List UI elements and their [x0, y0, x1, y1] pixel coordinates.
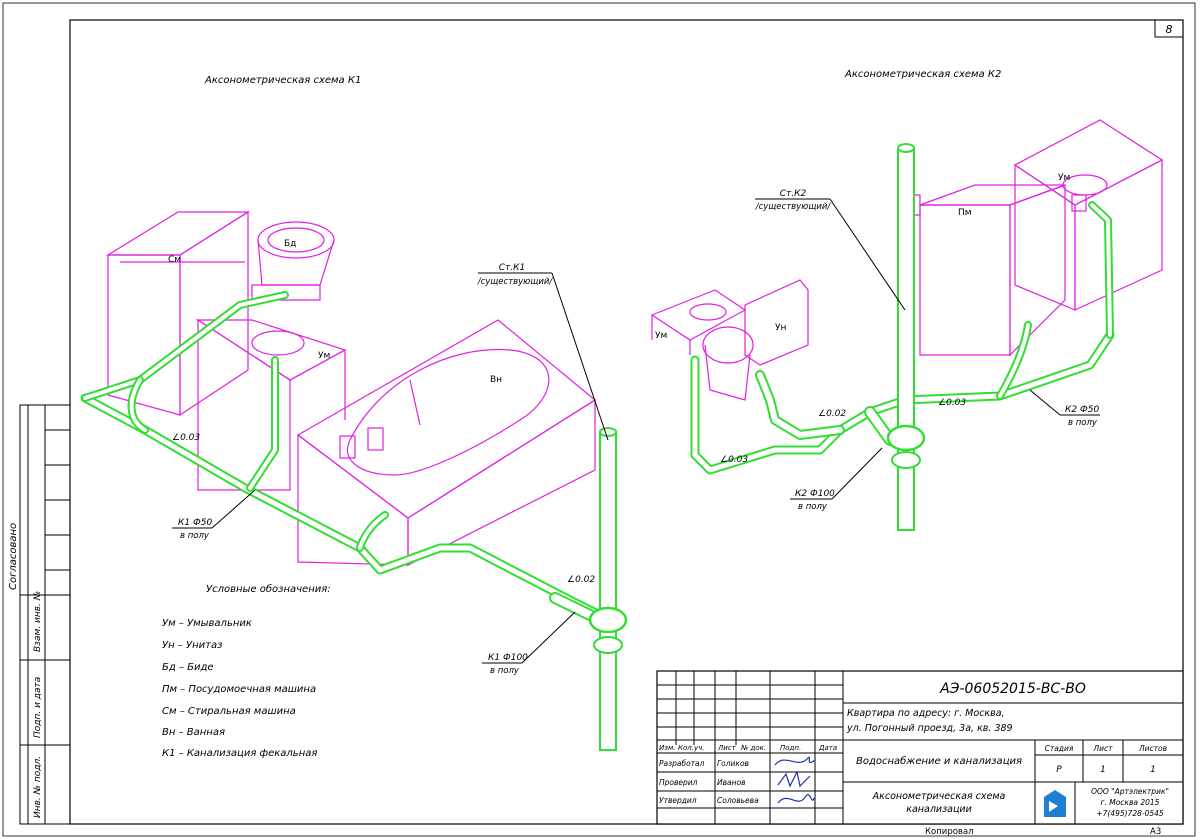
- k2-pipe100-label: К2 Ф100: [795, 489, 835, 499]
- k2-slope-a: ∠0.02: [818, 409, 846, 419]
- k1-title: Аксонометрическая схема К1: [204, 75, 361, 86]
- label-bidet: Бд: [284, 239, 296, 249]
- tb-system: Водоснабжение и канализация: [856, 755, 1022, 767]
- tb-name: Соловьева: [717, 796, 759, 805]
- label-toilet: Ун: [775, 323, 786, 333]
- k1-pipe100-label: К1 Ф100: [488, 653, 528, 663]
- k2-slope-c: ∠0.03: [938, 398, 966, 408]
- tb-doc-code: АЭ-06052015-ВС-ВО: [939, 681, 1086, 697]
- label-sink-k1: Ум: [318, 351, 330, 361]
- k1-slope-a: ∠0.03: [172, 433, 200, 443]
- tb-name: Иванов: [717, 778, 746, 787]
- k2-slope-b: ∠0.03: [720, 455, 748, 465]
- tb-col-h: Дата: [818, 744, 837, 752]
- copied-label: Копировал: [925, 827, 974, 837]
- legend-item: Пм – Посудомоечная машина: [162, 684, 316, 695]
- tb-stage-h: Стадия: [1045, 744, 1074, 753]
- agreed-label: Согласовано: [8, 523, 19, 590]
- k1-riser-note: /существующий/: [477, 277, 554, 287]
- format-label: А3: [1150, 827, 1161, 837]
- legend: Условные обозначения: Ум – Умывальник Ун…: [162, 583, 331, 759]
- legend-item: См – Стиральная машина: [162, 706, 296, 717]
- inv-ref-label: Взам. инв. №: [33, 591, 43, 652]
- label-bath: Вн: [490, 375, 502, 385]
- k1-pipe50-label: К1 Ф50: [178, 518, 212, 528]
- signature-2: [777, 770, 811, 788]
- sheet-number-box: 8: [1154, 19, 1184, 38]
- k2-pipe50-note: в полу: [1068, 418, 1098, 428]
- label-washer: См: [168, 255, 181, 265]
- k1-slope-b: ∠0.02: [567, 575, 595, 585]
- tb-col-h: Кол.уч.: [678, 744, 704, 752]
- sink-k2-left: [650, 289, 747, 355]
- k1-pipes: [80, 291, 628, 751]
- k1-pipe100-note: в полу: [490, 666, 520, 676]
- tb-phone: +7(495)728-0545: [1096, 809, 1164, 818]
- tb-address-2: ул. Погонный проезд, 3а, кв. 389: [846, 723, 1013, 734]
- sink-k1: [195, 318, 347, 491]
- bidet: [251, 221, 335, 301]
- bathtub: [296, 319, 597, 566]
- legend-item: Ум – Умывальник: [162, 618, 252, 629]
- tb-col-h: Подп.: [780, 744, 801, 752]
- k2-pipes: [690, 143, 1115, 531]
- toilet: [702, 279, 809, 401]
- signature-1: [774, 756, 816, 766]
- sink-k2-right: [1013, 119, 1164, 311]
- sign-date-label: Подп. и дата: [33, 677, 43, 738]
- tb-company: ООО "Артэлектрик": [1091, 787, 1169, 796]
- k1-pipe50-note: в полу: [180, 531, 210, 541]
- legend-item: Бд – Биде: [162, 662, 214, 673]
- tb-city-year: г. Москва 2015: [1101, 798, 1160, 807]
- tb-role: Разработал: [659, 759, 705, 768]
- tb-name: Голиков: [717, 759, 749, 768]
- inv-orig-label: Инв. № подл.: [33, 756, 43, 818]
- label-sink-k2-left: Ум: [655, 331, 667, 341]
- k2-riser-note: /существующий/: [755, 202, 832, 212]
- tb-col-h: № док.: [740, 744, 766, 752]
- dishwasher: [907, 184, 1066, 357]
- k1-annotations: ∠0.03 ∠0.02 Ст.К1 /существующий/ К1 Ф50 …: [172, 263, 609, 676]
- k2-annotations: ∠0.02 ∠0.03 ∠0.03 Ст.К2 /существующий/ К…: [720, 189, 1100, 512]
- tb-col-h: Лист: [717, 744, 737, 752]
- label-sink-k2-right: Ум: [1058, 173, 1070, 183]
- company-logo: [1040, 788, 1070, 818]
- legend-title: Условные обозначения:: [206, 583, 331, 595]
- tb-address-1: Квартира по адресу: г. Москва,: [847, 708, 1005, 719]
- k2-title: Аксонометрическая схема К2: [844, 69, 1001, 80]
- tb-sheet-title-2: канализации: [906, 804, 972, 815]
- tb-sheet-h: Лист: [1092, 744, 1113, 753]
- tb-role: Утвердил: [659, 796, 697, 805]
- washing-machine: [105, 210, 251, 417]
- tb-sheet: 1: [1100, 765, 1106, 775]
- signature-3: [777, 794, 815, 804]
- tb-sheet-title-1: Аксонометрическая схема: [872, 791, 1006, 802]
- legend-item: Вн – Ванная: [162, 727, 225, 738]
- legend-item: К1 – Канализация фекальная: [162, 748, 317, 759]
- tb-sheets: 1: [1150, 765, 1156, 775]
- left-side-strip: Согласовано Взам. инв. № Подп. и дата Ин…: [8, 404, 71, 825]
- tb-sheets-h: Листов: [1138, 744, 1167, 753]
- tb-stage: Р: [1056, 765, 1062, 775]
- k2-pipe50-label: К2 Ф50: [1065, 405, 1099, 415]
- k1-riser-label: Ст.К1: [499, 263, 526, 273]
- k2-pipe100-note: в полу: [798, 502, 828, 512]
- sheet-number: 8: [1166, 23, 1173, 36]
- label-dishwasher: Пм: [958, 208, 972, 218]
- tb-role: Проверил: [659, 778, 698, 787]
- legend-item: Ун – Унитаз: [162, 640, 222, 651]
- tb-col-h: Изм.: [659, 744, 675, 752]
- k2-riser-label: Ст.К2: [780, 189, 807, 199]
- title-block: Изм. Кол.уч. Лист № док. Подп. Дата Разр…: [656, 670, 1184, 825]
